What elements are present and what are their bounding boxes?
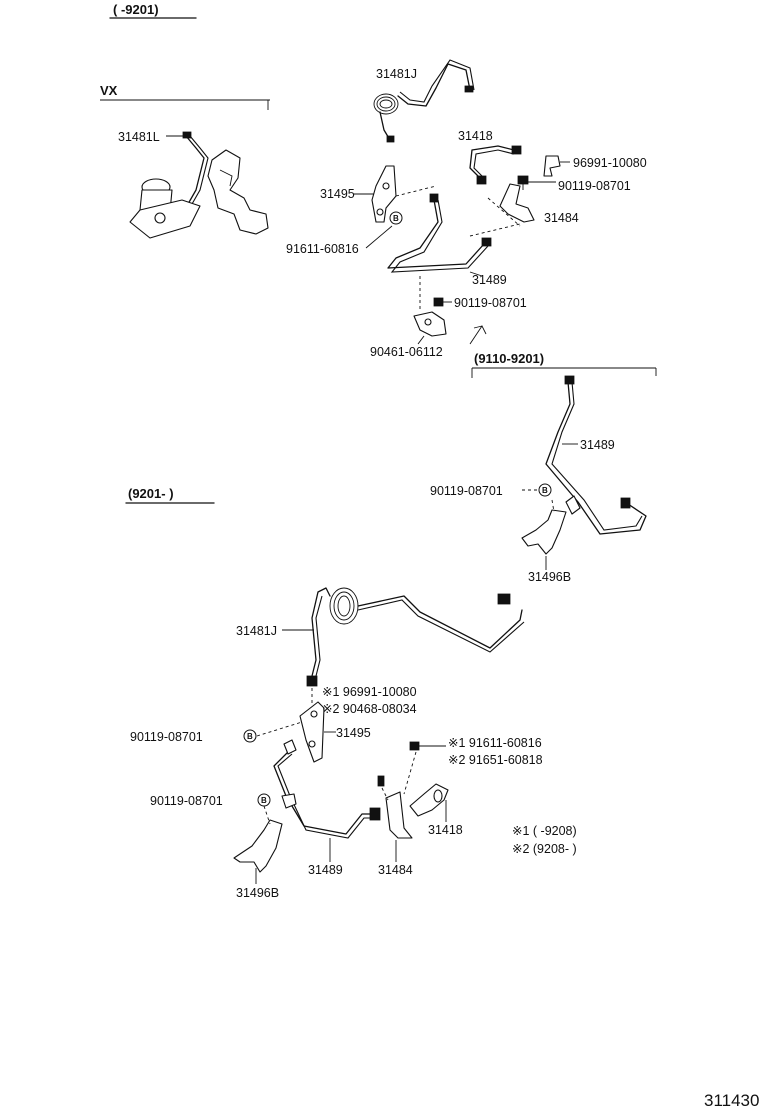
label-note1-96991-10080: ※1 96991-10080 [322, 685, 417, 699]
bracket-31496B [233, 819, 283, 873]
label-31481L: 31481L [118, 130, 160, 144]
direction-arrow-icon [469, 325, 487, 345]
pipe-31489-top [387, 193, 521, 273]
fitting-nut [464, 85, 474, 93]
bracket-31496B [521, 509, 567, 555]
label-31484: 31484 [378, 863, 413, 877]
label-90119-08701: 90119-08701 [558, 179, 631, 193]
bracket-31495 [371, 165, 397, 223]
svg-text:B: B [542, 486, 548, 495]
label-31489: 31489 [308, 863, 343, 877]
label-31418: 31418 [458, 129, 493, 143]
part-labels: 31481J 31418 96991-10080 90119-08701 314… [118, 67, 759, 1110]
label-note1-91611-60816: ※1 91611-60816 [448, 736, 542, 750]
label-31489: 31489 [580, 438, 615, 452]
svg-text:B: B [261, 796, 267, 805]
note-1-range: ※1 ( -9208) [512, 824, 577, 838]
bolt-icon [409, 741, 420, 751]
clip-icon [543, 155, 561, 177]
header-group: ( -9201) VX (9110-9201) (9201- ) [100, 2, 657, 504]
label-31496B: 31496B [528, 570, 571, 584]
pipe-coil [373, 93, 399, 115]
b-marker-icon [243, 729, 257, 743]
label-note2-91651-60818: ※2 91651-60818 [448, 753, 543, 767]
vx-master-cylinder-assembly [129, 131, 269, 239]
b-marker-icon [538, 483, 552, 497]
bolt-icon [517, 175, 556, 190]
label-90461-06112: 90461-06112 [370, 345, 443, 359]
pipe-31489-mid [545, 375, 647, 535]
label-96991-10080: 96991-10080 [573, 156, 647, 170]
bracket-31495 [299, 701, 325, 763]
label-note2-90468-08034: ※2 90468-08034 [322, 702, 417, 716]
flexible-hose-31418 [469, 145, 522, 185]
label-31481J: 31481J [376, 67, 417, 81]
label-90119-08701: 90119-08701 [430, 484, 503, 498]
note-2-range: ※2 (9208- ) [512, 842, 577, 856]
bolt-icon [433, 297, 444, 307]
bracket-31484 [385, 791, 413, 839]
label-31418: 31418 [428, 823, 463, 837]
top-pipe-31481J [373, 59, 475, 143]
label-31496B: 31496B [236, 886, 279, 900]
b-marker-icon [389, 211, 403, 225]
label-90119-08701: 90119-08701 [130, 730, 203, 744]
bottom-assembly: B B [233, 688, 449, 873]
flexible-hose-31418 [409, 783, 449, 817]
header-range-mid: (9110-9201) [474, 351, 544, 366]
pedal-bracket [207, 149, 269, 235]
label-31484: 31484 [544, 211, 579, 225]
fitting-nut [182, 131, 192, 139]
pipe-31481J-bottom [306, 587, 525, 687]
label-91611-60816: 91611-60816 [286, 242, 359, 256]
bracket-31484 [499, 183, 535, 223]
header-vx: VX [100, 83, 118, 98]
header-range-early: ( -9201) [113, 2, 159, 17]
label-31495: 31495 [320, 187, 355, 201]
fitting-nut [386, 135, 395, 143]
label-31489: 31489 [472, 273, 507, 287]
clip-icon [377, 775, 385, 787]
header-range-late: (9201- ) [128, 486, 174, 501]
svg-text:B: B [393, 214, 399, 223]
label-31481J: 31481J [236, 624, 277, 638]
figure-number: 311430 [704, 1091, 759, 1110]
svg-text:B: B [247, 732, 253, 741]
label-90119-08701: 90119-08701 [150, 794, 223, 808]
mount-bracket-90461 [413, 276, 487, 345]
label-90119-08701: 90119-08701 [454, 296, 527, 310]
label-31495: 31495 [336, 726, 371, 740]
